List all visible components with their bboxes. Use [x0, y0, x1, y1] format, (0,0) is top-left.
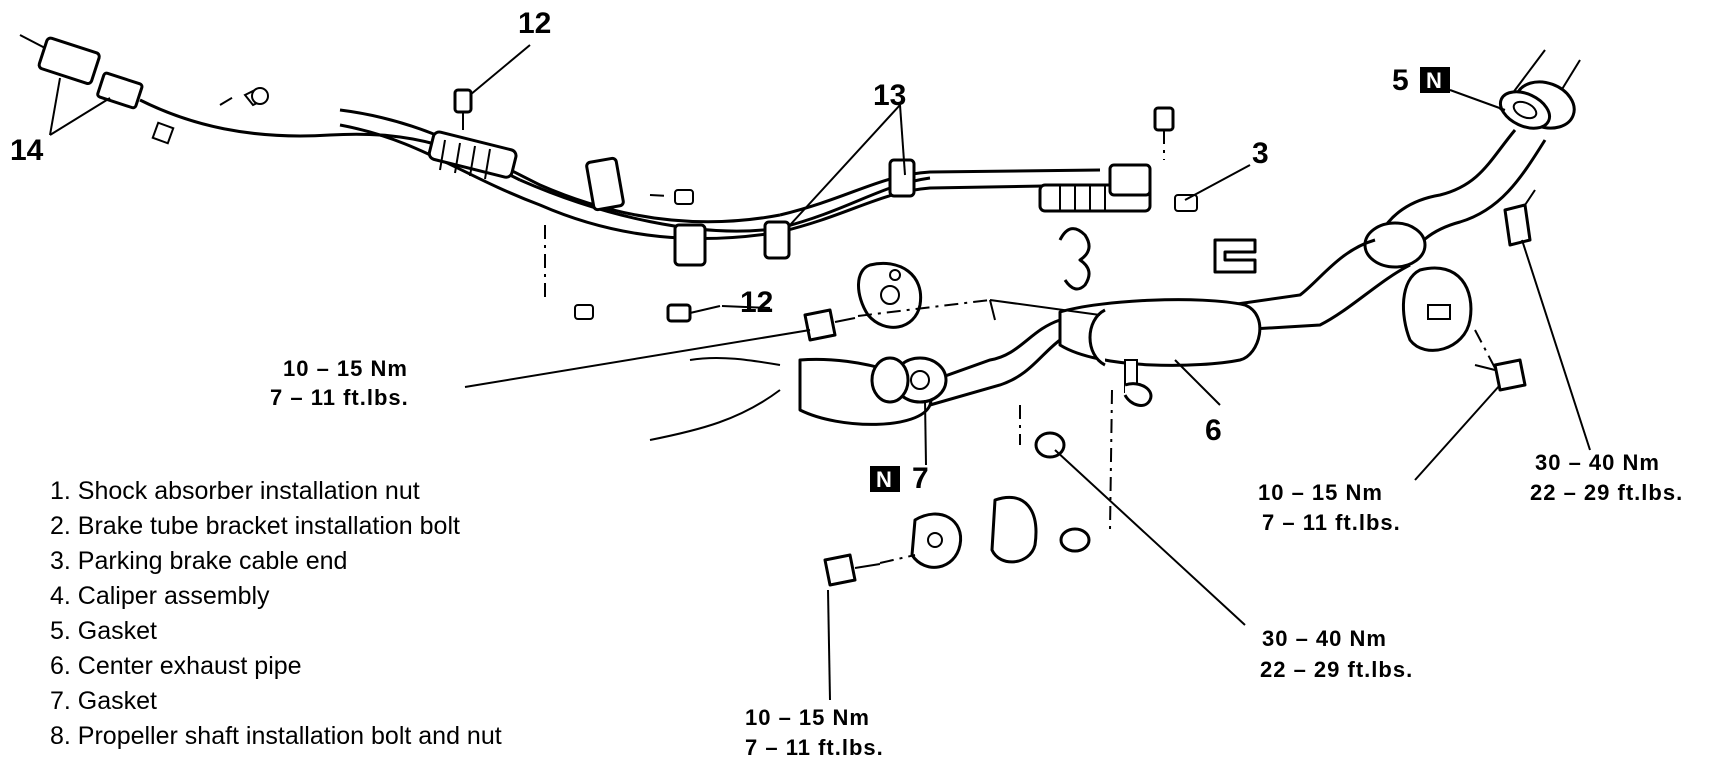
hanger-rubber-left	[857, 262, 923, 329]
bolt-top-left-hardware	[243, 87, 269, 107]
torque-bottom-right-nm: 30 – 40 Nm	[1262, 626, 1387, 651]
legend-item-4: 4. Caliper assembly	[50, 582, 270, 610]
n-mark-5: N	[1420, 67, 1450, 93]
n-mark-7-text: N	[876, 467, 892, 492]
torque-far-right-nm: 30 – 40 Nm	[1535, 450, 1660, 475]
bolt-left-hanger	[803, 308, 856, 342]
torque-right-mid-nm: 10 – 15 Nm	[1258, 480, 1383, 505]
legend-item-6: 6. Center exhaust pipe	[50, 652, 302, 680]
legend-item-3: 3. Parking brake cable end	[50, 547, 347, 575]
bolt-12-mid	[666, 303, 721, 323]
hanger-rubber-bottom	[910, 431, 1091, 569]
parts-legend: 1. Shock absorber installation nut 2. Br…	[50, 477, 502, 750]
gasket-5	[1498, 90, 1552, 130]
legend-item-2: 2. Brake tube bracket installation bolt	[50, 512, 460, 540]
callout-3: 3	[1252, 137, 1269, 170]
torque-left-mid-ftlbs: 7 – 11 ft.lbs.	[270, 385, 409, 410]
bolt-bottom	[823, 553, 881, 587]
hanger-rubber-right	[1401, 266, 1473, 352]
torque-bottom-right-ftlbs: 22 – 29 ft.lbs.	[1260, 657, 1413, 682]
support-bracket	[989, 299, 1153, 407]
torque-bottom-nm: 10 – 15 Nm	[745, 705, 870, 730]
gasket-7	[870, 356, 948, 404]
callout-labels: 14 12 13 3 5 12 6 7 N N	[10, 7, 1450, 495]
callout-13: 13	[873, 79, 906, 112]
cable-bracket-center	[585, 156, 916, 267]
bolt-12-top	[453, 88, 473, 130]
cable-adjuster-left	[427, 130, 518, 180]
callout-7: 7	[912, 462, 929, 495]
exhaust-system	[649, 49, 1581, 587]
n-mark-7: N	[870, 466, 900, 492]
bolt-upper-right-flange	[1503, 189, 1536, 247]
torque-bottom-ftlbs: 7 – 11 ft.lbs.	[745, 735, 884, 760]
torque-specs: 10 – 15 Nm 7 – 11 ft.lbs. 10 – 15 Nm 7 –…	[270, 356, 1683, 760]
callout-12-mid: 12	[740, 286, 773, 319]
center-exhaust-pipe	[649, 298, 1262, 441]
legend-item-7: 7. Gasket	[50, 687, 157, 715]
callout-5: 5	[1392, 64, 1409, 97]
callout-6: 6	[1205, 414, 1222, 447]
torque-far-right-ftlbs: 22 – 29 ft.lbs.	[1530, 480, 1683, 505]
leader-lines	[49, 44, 1591, 701]
cable-connector-14	[19, 34, 175, 145]
callout-12-top: 12	[518, 7, 551, 40]
parking-brake-cable-assembly	[19, 34, 1257, 323]
cable-clips	[1058, 227, 1257, 291]
n-mark-5-text: N	[1426, 68, 1442, 93]
bolt-center-small	[574, 189, 694, 320]
bolt-right-hanger	[1474, 358, 1527, 392]
bolt-upper-right	[1153, 106, 1175, 160]
legend-item-8: 8. Propeller shaft installation bolt and…	[50, 722, 502, 750]
callout-14: 14	[10, 134, 44, 167]
torque-left-mid-nm: 10 – 15 Nm	[283, 356, 408, 381]
torque-right-mid-ftlbs: 7 – 11 ft.lbs.	[1262, 510, 1401, 535]
cable-adjuster-right	[1038, 163, 1198, 213]
legend-item-5: 5. Gasket	[50, 617, 157, 645]
legend-item-1: 1. Shock absorber installation nut	[50, 477, 420, 505]
